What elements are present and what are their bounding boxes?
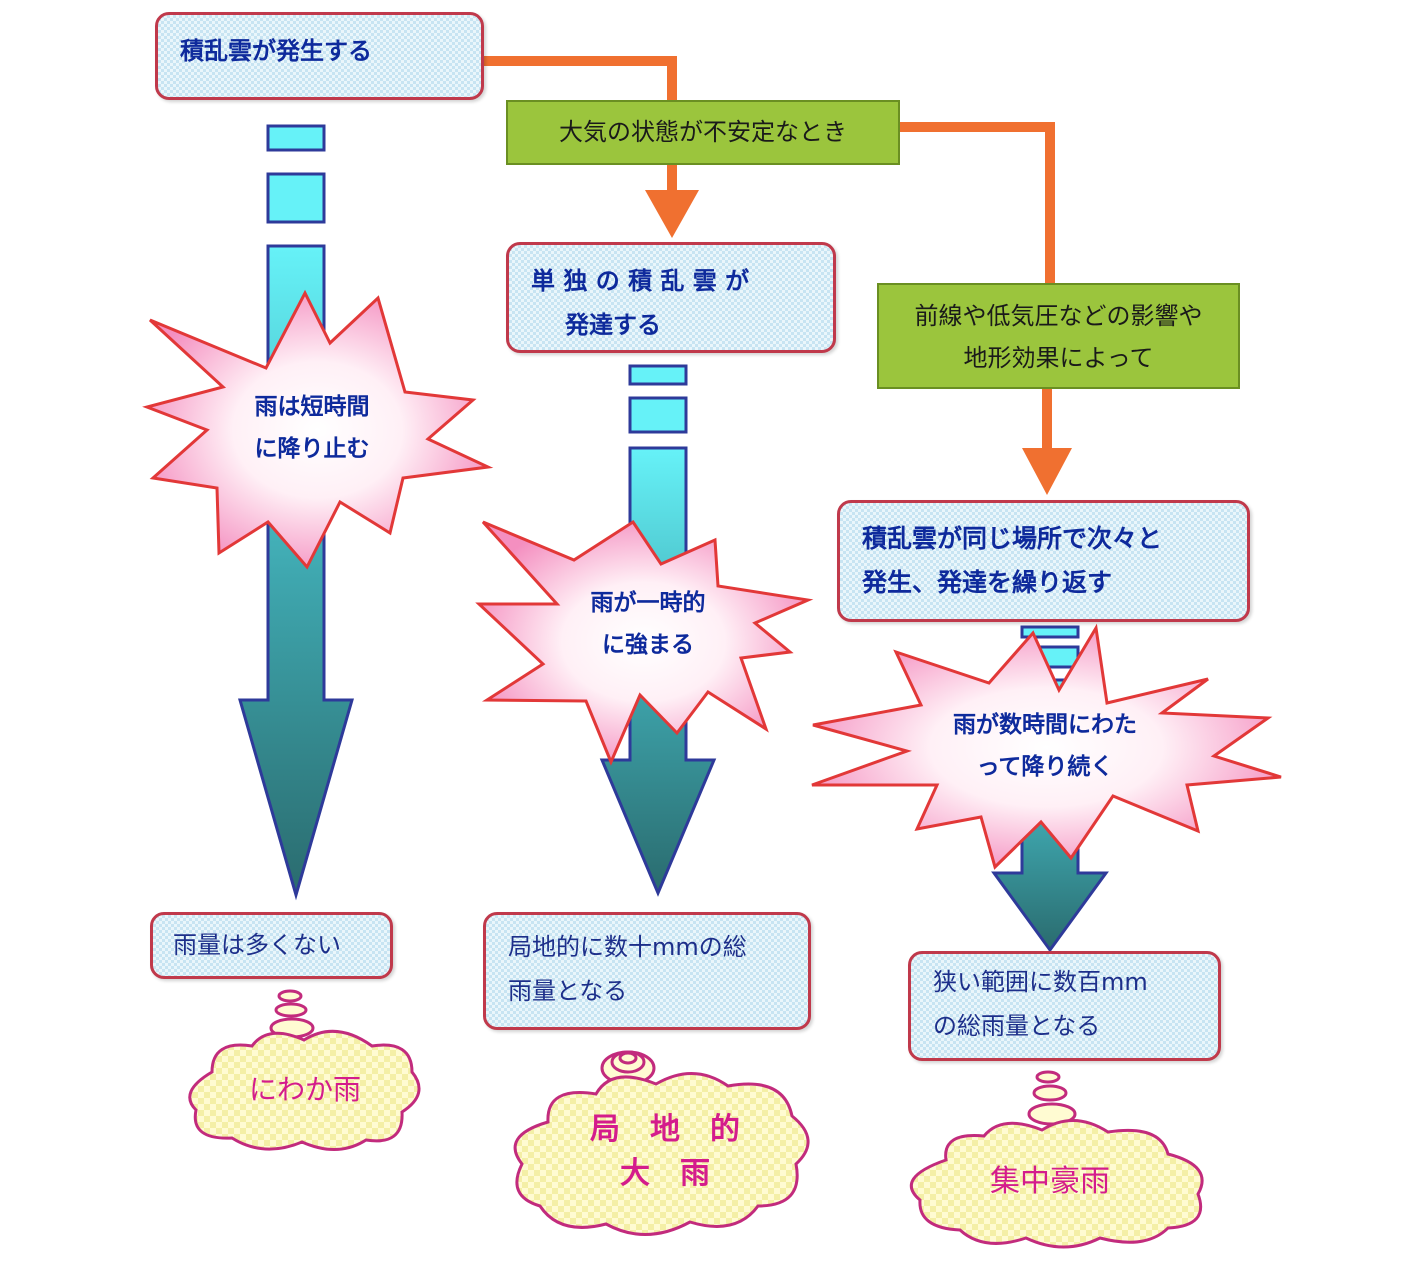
arrow-dash	[628, 364, 688, 386]
star-col2-line2: に強まる	[602, 632, 694, 658]
connector-start-to-branch	[484, 56, 677, 100]
result-col3-line2: の総雨量となる	[933, 1012, 1101, 1040]
arrowhead-col2	[645, 190, 699, 238]
arrowhead-col3	[1022, 448, 1072, 495]
cloud-col3-text: 集中豪雨	[930, 1162, 1170, 1202]
result-box-col1: 雨量は多くない	[150, 912, 393, 979]
cloud-col1-text: にわか雨	[200, 1072, 410, 1108]
starburst-col2	[475, 519, 814, 766]
thought-bubbles-col1	[269, 989, 315, 1039]
result-col3-line1: 狭い範囲に数百mm	[933, 968, 1148, 996]
arrow-dash	[266, 124, 326, 152]
starburst-col1	[142, 289, 494, 570]
star-col1-line2: に降り止む	[254, 436, 370, 462]
cloud-col2-line1: 局 地 的	[590, 1112, 740, 1147]
star-col1-line1: 雨は短時間	[254, 394, 370, 420]
star-col3-line1: 雨が数時間にわた	[953, 712, 1137, 738]
start-box: 積乱雲が発生する	[155, 12, 484, 100]
cloud-col3	[909, 1119, 1204, 1249]
arrow-dash	[1020, 625, 1080, 639]
star-col3-line2: って降り続く	[976, 754, 1114, 780]
repeated-cloud-line1: 積乱雲が同じ場所で次々と	[862, 524, 1163, 553]
result-box-col2: 局地的に数十mmの総 雨量となる	[483, 912, 811, 1030]
start-text: 積乱雲が発生する	[180, 37, 372, 65]
condition-front-box: 前線や低気圧などの影響や 地形効果によって	[877, 283, 1240, 389]
cloud-col2	[513, 1072, 810, 1236]
star-col2-line1: 雨が一時的	[590, 590, 706, 616]
cloud-col2-line2: 大 雨	[620, 1156, 710, 1191]
single-cloud-line1: 単 独 の 積 乱 雲 が	[531, 267, 750, 295]
starburst-col3	[811, 623, 1282, 870]
repeated-cloud-box: 積乱雲が同じ場所で次々と 発生、発達を繰り返す	[837, 500, 1250, 622]
cloud-col1-label: にわか雨	[248, 1073, 361, 1106]
result-box-col3: 狭い範囲に数百mm の総雨量となる	[908, 951, 1221, 1061]
condition-unstable-text: 大気の状態が不安定なとき	[559, 118, 847, 146]
single-cloud-line2: 発達する	[565, 311, 661, 339]
arrow-dash	[628, 396, 688, 434]
star-text-col3: 雨が数時間にわた って降り続く	[925, 704, 1165, 788]
cloud-col1	[188, 1029, 421, 1152]
condition-front-line1: 前線や低気圧などの影響や	[914, 302, 1203, 330]
connector-lines	[484, 56, 1055, 450]
result-col2-line1: 局地的に数十mmの総	[508, 933, 747, 961]
condition-front-line2: 地形効果によって	[963, 344, 1154, 372]
result-col2-line2: 雨量となる	[508, 977, 628, 1005]
result-col1-text: 雨量は多くない	[173, 931, 341, 959]
cloud-col2-text: 局 地 的 大 雨	[530, 1108, 800, 1196]
thought-bubbles-col3	[1027, 1070, 1077, 1126]
arrow-dash	[266, 172, 326, 224]
repeated-cloud-line2: 発生、発達を繰り返す	[862, 568, 1113, 597]
thought-bubbles-col2	[600, 1050, 656, 1086]
single-cloud-box: 単 独 の 積 乱 雲 が 発達する	[506, 242, 836, 353]
condition-unstable-box: 大気の状態が不安定なとき	[506, 100, 900, 165]
star-text-col1: 雨は短時間 に降り止む	[222, 386, 402, 470]
star-text-col2: 雨が一時的 に強まる	[558, 582, 738, 666]
connector-branch-to-right	[900, 122, 1055, 283]
cloud-col3-label: 集中豪雨	[990, 1164, 1110, 1199]
